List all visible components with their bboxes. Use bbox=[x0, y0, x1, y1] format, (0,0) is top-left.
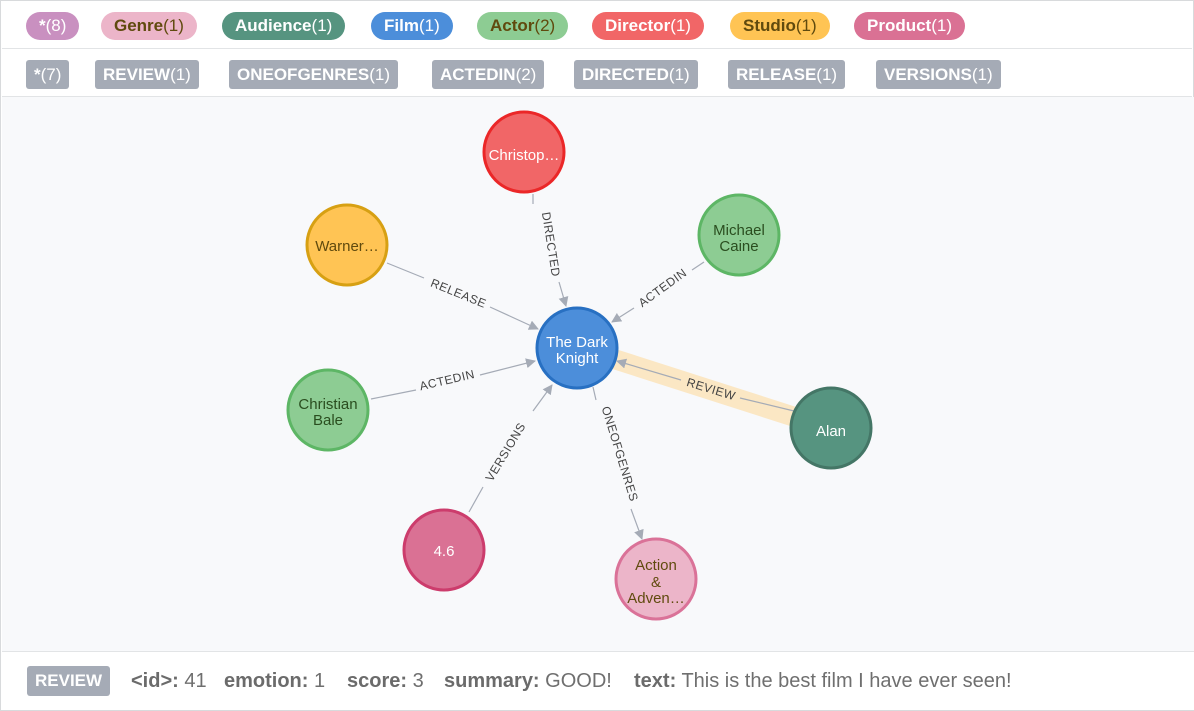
edge-directed[interactable]: DIRECTED bbox=[532, 194, 569, 307]
node-actor-michael[interactable]: Michael Caine bbox=[697, 193, 781, 277]
properties-footer: REVIEW <id>: 41 emotion: 1 score: 3 summ… bbox=[2, 652, 1194, 710]
graph-canvas[interactable]: DIRECTED RELEASE ACTEDIN ACTEDIN REV bbox=[2, 97, 1194, 652]
node-genre[interactable]: Action & Adven… bbox=[614, 537, 698, 621]
prop-summary: summary: GOOD! bbox=[444, 670, 612, 692]
node-labels-bar: *(8) Genre(1) Audience(1) Film(1) Actor(… bbox=[2, 1, 1192, 49]
node-film[interactable]: The Dark Knight bbox=[535, 306, 619, 390]
edge-label-oneofgenres: ONEOFGENRES bbox=[599, 405, 641, 504]
edge-label-versions: VERSIONS bbox=[483, 420, 529, 484]
rel-tag-release[interactable]: RELEASE(1) bbox=[728, 60, 846, 89]
edge-release[interactable]: RELEASE bbox=[386, 262, 539, 330]
label-pill-studio[interactable]: Studio(1) bbox=[730, 12, 830, 40]
edge-actedin-michael[interactable]: ACTEDIN bbox=[611, 261, 705, 323]
label-pill-genre[interactable]: Genre(1) bbox=[101, 12, 197, 40]
node-actor-christian-line2: Bale bbox=[313, 412, 343, 429]
rel-tag-versions[interactable]: VERSIONS(1) bbox=[876, 60, 1001, 89]
rel-tag-oneofgenres[interactable]: ONEOFGENRES(1) bbox=[229, 60, 399, 89]
rel-tag-directed[interactable]: DIRECTED(1) bbox=[574, 60, 698, 89]
node-studio[interactable]: Warner… bbox=[305, 203, 389, 287]
node-audience-label: Alan bbox=[816, 423, 846, 440]
graph-svg[interactable]: DIRECTED RELEASE ACTEDIN ACTEDIN REV bbox=[2, 97, 1194, 651]
node-audience[interactable]: Alan bbox=[789, 386, 873, 470]
label-pill-audience[interactable]: Audience(1) bbox=[222, 12, 346, 40]
rel-tag-review[interactable]: REVIEW(1) bbox=[95, 60, 199, 89]
node-actor-michael-line2: Caine bbox=[719, 238, 758, 255]
relationship-types-bar: *(7) REVIEW(1) ONEOFGENRES(1) ACTEDIN(2)… bbox=[2, 49, 1192, 97]
node-genre-line3: Adven… bbox=[627, 590, 685, 607]
rel-tag-all[interactable]: *(7) bbox=[26, 60, 70, 89]
label-pill-all[interactable]: *(8) bbox=[26, 12, 80, 40]
node-genre-line2: & bbox=[651, 574, 661, 591]
edge-label-directed: DIRECTED bbox=[539, 211, 563, 278]
label-pill-actor[interactable]: Actor(2) bbox=[477, 12, 569, 40]
node-product-label: 4.6 bbox=[434, 543, 455, 560]
edge-versions[interactable]: VERSIONS bbox=[468, 384, 553, 513]
edge-label-actedin-1: ACTEDIN bbox=[636, 266, 690, 310]
label-pill-product[interactable]: Product(1) bbox=[854, 12, 966, 40]
prop-text: text: This is the best film I have ever … bbox=[634, 670, 1012, 692]
selected-type-tag[interactable]: REVIEW bbox=[27, 666, 111, 696]
node-film-line2: Knight bbox=[556, 350, 599, 367]
node-actor-christian-line1: Christian bbox=[298, 396, 357, 413]
rel-tag-actedin[interactable]: ACTEDIN(2) bbox=[432, 60, 545, 89]
node-director-label: Christop… bbox=[489, 147, 560, 164]
node-actor-christian[interactable]: Christian Bale bbox=[286, 368, 370, 452]
prop-emotion: emotion: 1 bbox=[224, 670, 326, 692]
edge-actedin-christian[interactable]: ACTEDIN bbox=[370, 358, 536, 400]
edge-oneofgenres[interactable]: ONEOFGENRES bbox=[592, 386, 644, 540]
node-actor-michael-line1: Michael bbox=[713, 222, 765, 239]
edge-label-release: RELEASE bbox=[429, 276, 489, 311]
prop-id: <id>: 41 bbox=[131, 670, 207, 692]
label-pill-film[interactable]: Film(1) bbox=[371, 12, 453, 40]
node-film-line1: The Dark bbox=[546, 334, 608, 351]
node-director[interactable]: Christop… bbox=[482, 110, 566, 194]
label-pill-director[interactable]: Director(1) bbox=[592, 12, 704, 40]
node-product[interactable]: 4.6 bbox=[402, 508, 486, 592]
node-studio-label: Warner… bbox=[315, 238, 379, 255]
edge-label-actedin-2: ACTEDIN bbox=[418, 367, 476, 393]
node-genre-line1: Action bbox=[635, 557, 677, 574]
prop-score: score: 3 bbox=[347, 670, 424, 692]
